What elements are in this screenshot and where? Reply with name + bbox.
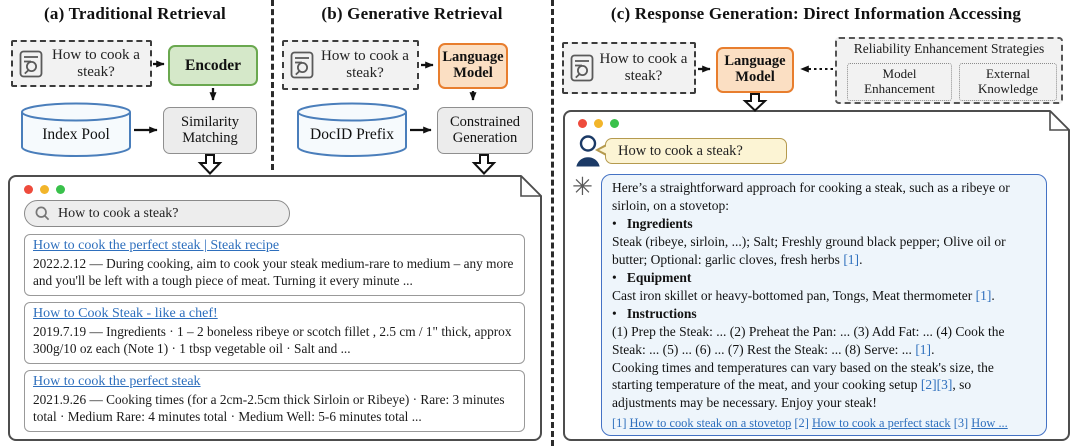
user-message-bubble: How to cook a steak?: [595, 138, 787, 164]
index-pool-cylinder: Index Pool: [20, 102, 132, 158]
hollow-arrow-to-browser-b: [471, 154, 497, 175]
assistant-message-lines: Here’s a straightforward approach for co…: [612, 179, 1036, 412]
text-segment: Ingredients: [626, 215, 693, 231]
assistant-line: (1) Prep the Steak: ... (2) Preheat the …: [612, 323, 1036, 359]
maximize-window-icon: [56, 185, 65, 194]
result-link[interactable]: How to cook the perfect steak | Steak re…: [33, 238, 280, 253]
text-segment: Cooking times and temperatures can vary …: [612, 359, 994, 393]
query-box-c: How to cook a steak?: [562, 42, 696, 94]
text-segment: Steak (ribeye, sirloin, ...); Salt; Fres…: [612, 233, 1006, 267]
database-icon: [297, 102, 407, 157]
assistant-line: • Equipment: [612, 269, 1036, 287]
reference-link[interactable]: How ...: [971, 416, 1008, 431]
language-model-node-b: Language Model: [438, 43, 508, 89]
assistant-line: Cast iron skillet or heavy-bottomed pan,…: [612, 287, 1036, 305]
minimize-window-icon: [40, 185, 49, 194]
minimize-window-icon: [594, 119, 603, 128]
result-link[interactable]: How to cook the perfect steak: [33, 374, 201, 389]
docid-prefix-label: DocID Prefix: [310, 126, 394, 143]
result-snippet: 2019.7.19 — Ingredients · 1 – 2 boneless…: [33, 323, 512, 356]
person-icon: [576, 135, 600, 167]
maximize-window-icon: [610, 119, 619, 128]
doc-search-icon: [570, 54, 594, 82]
magnifier-icon: [35, 206, 50, 221]
reference-link[interactable]: How to cook a perfect stack: [811, 416, 951, 431]
hollow-arrow-to-browser-a: [197, 154, 223, 175]
panel-b-title: (b) Generative Retrieval: [321, 4, 503, 23]
citation-marker: [1]: [612, 416, 630, 431]
assistant-line: Here’s a straightforward approach for co…: [612, 179, 1036, 215]
citation-marker: [3]: [953, 416, 972, 431]
query-box-a: How to cook a steak?: [11, 40, 152, 87]
text-segment: •: [612, 215, 627, 231]
docid-prefix-cylinder: DocID Prefix: [296, 102, 408, 158]
encoder-node: Encoder: [168, 45, 258, 86]
window-controls: [578, 119, 619, 128]
text-segment: , so adjustments may be necessary. Enjoy…: [612, 377, 972, 411]
page-fold-icon: [508, 175, 542, 209]
doc-search-icon: [19, 50, 43, 77]
reliability-title: Reliability Enhancement Strategies: [853, 41, 1045, 56]
text-segment: .: [991, 287, 995, 303]
query-text: How to cook a steak?: [321, 48, 409, 81]
panel-a-title: (a) Traditional Retrieval: [44, 4, 226, 23]
reference-link[interactable]: How to cook steak on a stovetop: [629, 416, 792, 431]
query-box-b: How to cook a steak?: [282, 40, 419, 90]
close-window-icon: [24, 185, 33, 194]
database-icon: [21, 102, 131, 157]
citation-marker: [2]: [794, 416, 812, 431]
assistant-message-bubble: Here’s a straightforward approach for co…: [601, 174, 1047, 436]
search-query-text: How to cook a steak?: [58, 205, 179, 221]
assistant-line: • Instructions: [612, 305, 1036, 323]
query-text: How to cook a steak?: [52, 46, 140, 80]
text-segment: •: [612, 269, 627, 285]
window-controls: [24, 185, 65, 194]
doc-search-icon: [290, 51, 314, 79]
text-segment: Equipment: [626, 269, 692, 285]
assistant-references: [1] How to cook steak on a stovetop [2] …: [612, 415, 1036, 432]
query-text: How to cook a steak?: [599, 51, 688, 84]
search-result-3: How to cook the perfect steak 2021.9.26 …: [24, 370, 525, 432]
hollow-arrow-to-chat-c: [742, 93, 768, 112]
search-result-1: How to cook the perfect steak | Steak re…: [24, 234, 525, 296]
close-window-icon: [578, 119, 587, 128]
similarity-matching-node: Similarity Matching: [163, 107, 257, 154]
openai-icon: ✳: [572, 172, 593, 201]
result-link[interactable]: How to Cook Steak - like a chef!: [33, 306, 218, 321]
citation-marker: [1]: [915, 341, 932, 357]
page-fold-icon: [1038, 110, 1070, 142]
model-enhancement-option: Model Enhancement: [847, 63, 952, 101]
text-segment: Cast iron skillet or heavy-bottomed pan,…: [612, 287, 976, 303]
text-segment: •: [612, 305, 627, 321]
panel-c-title: (c) Response Generation: Direct Informat…: [610, 4, 1022, 23]
citation-marker: [2][3]: [920, 377, 953, 393]
text-segment: Here’s a straightforward approach for co…: [612, 180, 1010, 213]
assistant-line: Steak (ribeye, sirloin, ...); Salt; Fres…: [612, 233, 1036, 269]
chat-window: How to cook a steak? ✳ Here’s a straight…: [563, 110, 1070, 441]
text-segment: Instructions: [626, 305, 697, 321]
assistant-line: • Ingredients: [612, 215, 1036, 233]
reliability-strategies-box: Reliability Enhancement Strategies Model…: [835, 37, 1063, 104]
text-segment: (1) Prep the Steak: ... (2) Preheat the …: [612, 323, 1005, 357]
user-message-text: How to cook a steak?: [618, 142, 743, 159]
panel-divider-bc: [551, 0, 554, 446]
external-knowledge-option: External Knowledge: [959, 63, 1057, 101]
search-input[interactable]: How to cook a steak?: [24, 200, 290, 227]
constrained-generation-node: Constrained Generation: [437, 107, 533, 154]
citation-marker: [1]: [843, 251, 860, 267]
language-model-node-c: Language Model: [716, 47, 794, 93]
result-snippet: 2021.9.26 — Cooking times (for a 2cm-2.5…: [33, 391, 505, 424]
search-result-2: How to Cook Steak - like a chef! 2019.7.…: [24, 302, 525, 364]
text-segment: .: [859, 251, 863, 267]
text-segment: .: [931, 341, 935, 357]
citation-marker: [1]: [975, 287, 992, 303]
assistant-line: Cooking times and temperatures can vary …: [612, 359, 1036, 413]
result-snippet: 2022.2.12 — During cooking, aim to cook …: [33, 255, 514, 288]
panel-divider-ab: [271, 0, 274, 170]
browser-window: How to cook a steak? How to cook the per…: [8, 175, 542, 441]
index-pool-label: Index Pool: [42, 126, 110, 143]
